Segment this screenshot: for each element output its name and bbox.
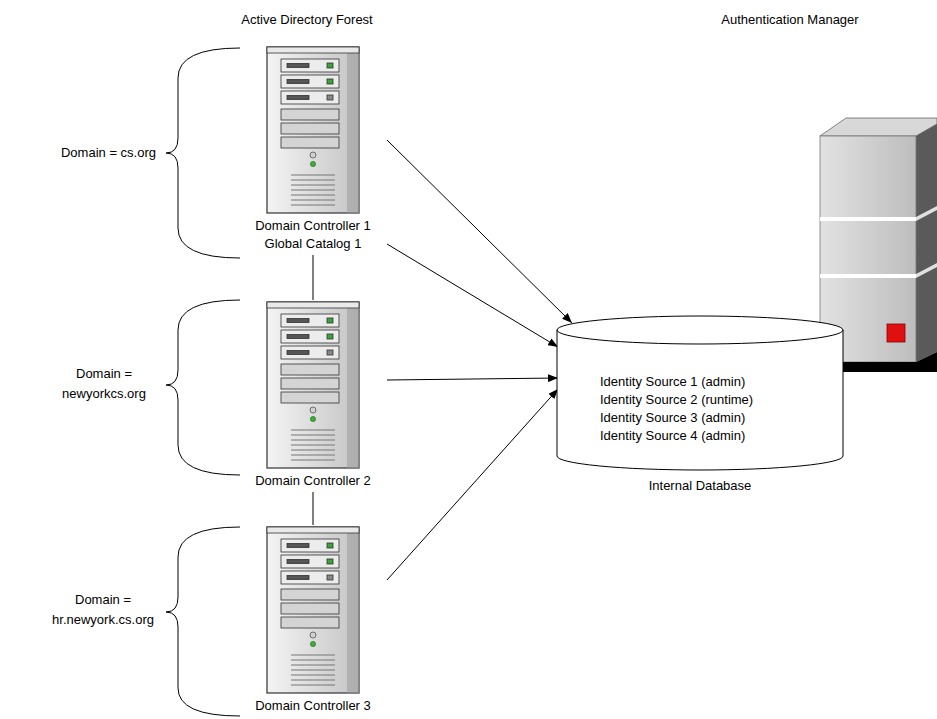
server-caption: Domain Controller 2 (245, 472, 381, 490)
sync-arrow (387, 389, 558, 580)
sync-arrow (387, 244, 558, 347)
server-caption: Domain Controller 3 (245, 697, 381, 715)
panel-seam (820, 274, 916, 278)
domain-brackets (166, 48, 240, 716)
server-node: Domain Controller 2 (245, 300, 381, 490)
database-cylinder: Identity Source 1 (admin)Identity Source… (556, 315, 844, 495)
panel-seam (916, 206, 937, 221)
server-caption: Domain Controller 1 (245, 217, 381, 235)
section-heading: Active Directory Forest (197, 10, 417, 30)
link-line (313, 255, 314, 300)
server-icon (267, 47, 359, 213)
server-icon (267, 527, 359, 693)
link-line (313, 492, 314, 525)
domain-label: Domain = hr.newyork.cs.org (46, 590, 160, 630)
server-icon (263, 300, 363, 470)
domain-label: Domain = newyorkcs.org (50, 364, 158, 404)
curly-bracket (166, 527, 240, 716)
power-indicator (887, 324, 905, 342)
identity-source: Identity Source 3 (admin) (600, 409, 834, 427)
database-caption: Internal Database (556, 477, 844, 495)
domain-label: Domain = cs.org (6, 143, 156, 163)
identity-source: Identity Source 2 (runtime) (600, 391, 834, 409)
database-body: Identity Source 1 (admin)Identity Source… (556, 315, 844, 471)
server-role: Global Catalog 1 (245, 235, 381, 253)
curly-bracket (166, 48, 240, 258)
server-side-face (916, 124, 937, 362)
server-icon (263, 525, 363, 695)
server-node: Domain Controller 3 (245, 525, 381, 715)
sync-arrow (387, 140, 572, 323)
cylinder-rim (557, 330, 843, 344)
identity-source: Identity Source 4 (admin) (600, 427, 834, 445)
panel-seam (916, 263, 937, 278)
server-node: Domain Controller 1Global Catalog 1 (245, 45, 381, 253)
server-top-face (820, 118, 937, 136)
panel-seam (820, 217, 916, 221)
section-heading: Authentication Manager (680, 10, 900, 30)
server-icon (263, 45, 363, 215)
identity-source: Identity Source 1 (admin) (600, 373, 834, 391)
sync-arrow (387, 378, 558, 380)
curly-bracket (166, 300, 240, 475)
cylinder-outline (557, 316, 843, 470)
server-icon (267, 302, 359, 468)
